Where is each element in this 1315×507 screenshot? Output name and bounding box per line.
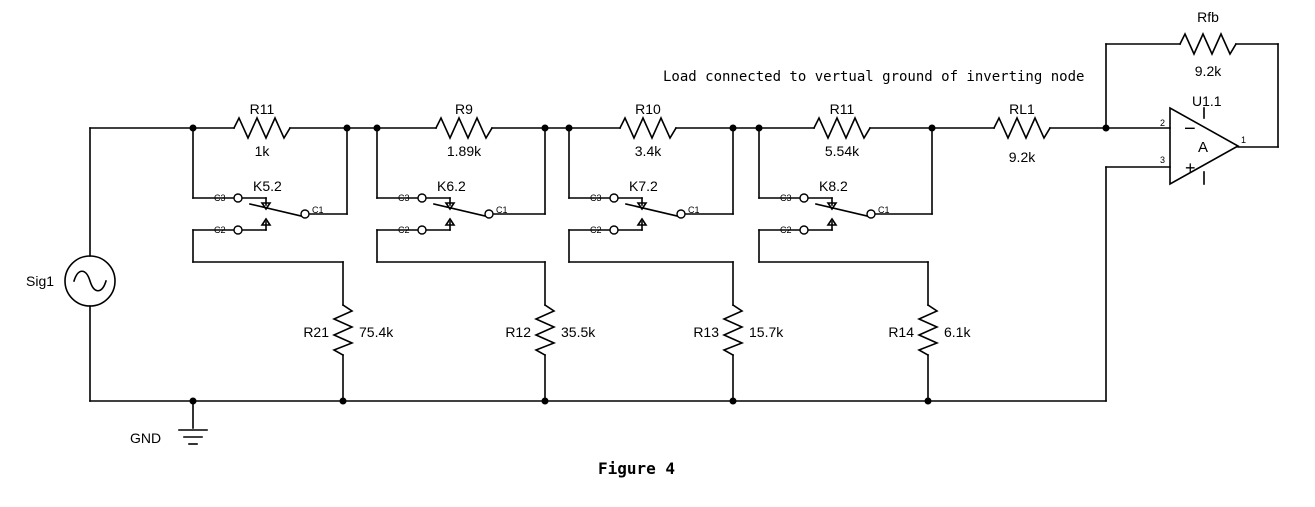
series-resistor-1-name: R11: [250, 101, 275, 117]
series-resistor-zigzags: [232, 32, 1238, 140]
shunt-resistor-zigzag: [332, 303, 355, 357]
series-resistor-3-value: 3.4k: [635, 143, 662, 159]
relay-blade: [249, 203, 302, 217]
relay-ref-label: K5.2: [253, 178, 282, 194]
pin-c3: [417, 193, 427, 203]
relay-pin-label-c2: C2: [780, 225, 792, 235]
contact-arrow-up-icon: [826, 217, 838, 226]
relay-pin-label-c2: C2: [590, 225, 602, 235]
shunt-resistor-value: 15.7k: [749, 324, 784, 340]
pin-c2: [233, 225, 243, 235]
opamp-triangle-icon: [1169, 106, 1240, 186]
pin-c1: [300, 209, 310, 219]
series-resistor-3-name: R10: [635, 101, 661, 117]
pin-c2: [609, 225, 619, 235]
relay-ref-label: K6.2: [437, 178, 466, 194]
signal-source: Sig1: [26, 255, 116, 307]
relay-pin-label-c3: C3: [780, 193, 792, 203]
load-resistor-value: 9.2k: [1009, 149, 1036, 165]
series-resistor-2-name: R9: [455, 101, 473, 117]
feedback-resistor-value: 9.2k: [1195, 63, 1222, 79]
contact-arrow-up-icon: [636, 217, 648, 226]
contact-arrow-up-icon: [444, 217, 456, 226]
shunt-resistor-zigzag: [534, 303, 557, 357]
opamp-symbol: A: [1198, 139, 1208, 156]
contact-arrow-down-icon: [260, 202, 272, 211]
pin-c2: [799, 225, 809, 235]
relay-pin-label-c1: C1: [878, 205, 890, 215]
relay-pin-label-c2: C2: [398, 225, 410, 235]
relay-pin-label-c1: C1: [688, 205, 700, 215]
relay-ref-label: K8.2: [819, 178, 848, 194]
contact-arrow-up-icon: [260, 217, 272, 226]
relay-pin-label-c1: C1: [312, 205, 324, 215]
series-resistor-2-value: 1.89k: [447, 143, 482, 159]
shunt-resistor-zigzag: [917, 303, 940, 357]
opamp-minus-sign: −: [1184, 118, 1196, 140]
wires: [89, 43, 1279, 429]
shunt-resistor-value: 75.4k: [359, 324, 394, 340]
opamp-pin-output: 1: [1241, 135, 1246, 145]
contact-arrow-down-icon: [444, 202, 456, 211]
relay-pin-label-c2: C2: [214, 225, 226, 235]
relay-blade: [433, 203, 486, 217]
pin-c1: [484, 209, 494, 219]
series-resistor-4-name: R11: [830, 101, 855, 117]
sine-source-icon: [64, 255, 116, 307]
contact-arrow-down-icon: [826, 202, 838, 211]
relay-blade: [815, 203, 868, 217]
ground-symbol: GND: [130, 429, 208, 446]
pin-c3: [609, 193, 619, 203]
opamp-pin-noninverting: 3: [1160, 155, 1165, 165]
opamp-plus-sign: +: [1185, 158, 1196, 178]
load-resistor-name: RL1: [1009, 101, 1035, 117]
shunt-resistor-name: R13: [693, 324, 719, 340]
series-resistor-labels: R11 1k R9 1.89k R10 3.4k R11 5.54k RL1 9…: [250, 9, 1223, 165]
shunt-resistor-name: R12: [505, 324, 531, 340]
opamp-pin-inverting: 2: [1160, 118, 1165, 128]
contact-arrow-down-icon: [636, 202, 648, 211]
circuit-annotation: Load connected to vertual ground of inve…: [663, 69, 1084, 85]
feedback-resistor-name: Rfb: [1197, 9, 1219, 25]
pin-c3: [799, 193, 809, 203]
shunt-resistor-zigzag: [722, 303, 745, 357]
relay-pin-label-c3: C3: [214, 193, 226, 203]
figure-caption: Figure 4: [598, 459, 675, 478]
series-resistor-1-value: 1k: [255, 143, 271, 159]
source-label: Sig1: [26, 273, 54, 289]
pin-c1: [866, 209, 876, 219]
shunt-resistor-value: 6.1k: [944, 324, 971, 340]
pin-c1: [676, 209, 686, 219]
opamp-ref-label: U1.1: [1192, 93, 1222, 109]
relay-ref-label: K7.2: [629, 178, 658, 194]
relay-blade: [625, 203, 678, 217]
relay-pin-label-c3: C3: [590, 193, 602, 203]
shunt-resistor-name: R14: [888, 324, 914, 340]
series-resistor-4-value: 5.54k: [825, 143, 860, 159]
ground-label: GND: [130, 430, 161, 446]
pin-c2: [417, 225, 427, 235]
junction-dots: [189, 124, 1110, 405]
relay-pin-label-c3: C3: [398, 193, 410, 203]
shunt-resistor-value: 35.5k: [561, 324, 596, 340]
shunt-resistor-name: R21: [303, 324, 329, 340]
opamp: − + A U1.1 2 3 1: [1160, 93, 1246, 186]
relay-pin-label-c1: C1: [496, 205, 508, 215]
pin-c3: [233, 193, 243, 203]
